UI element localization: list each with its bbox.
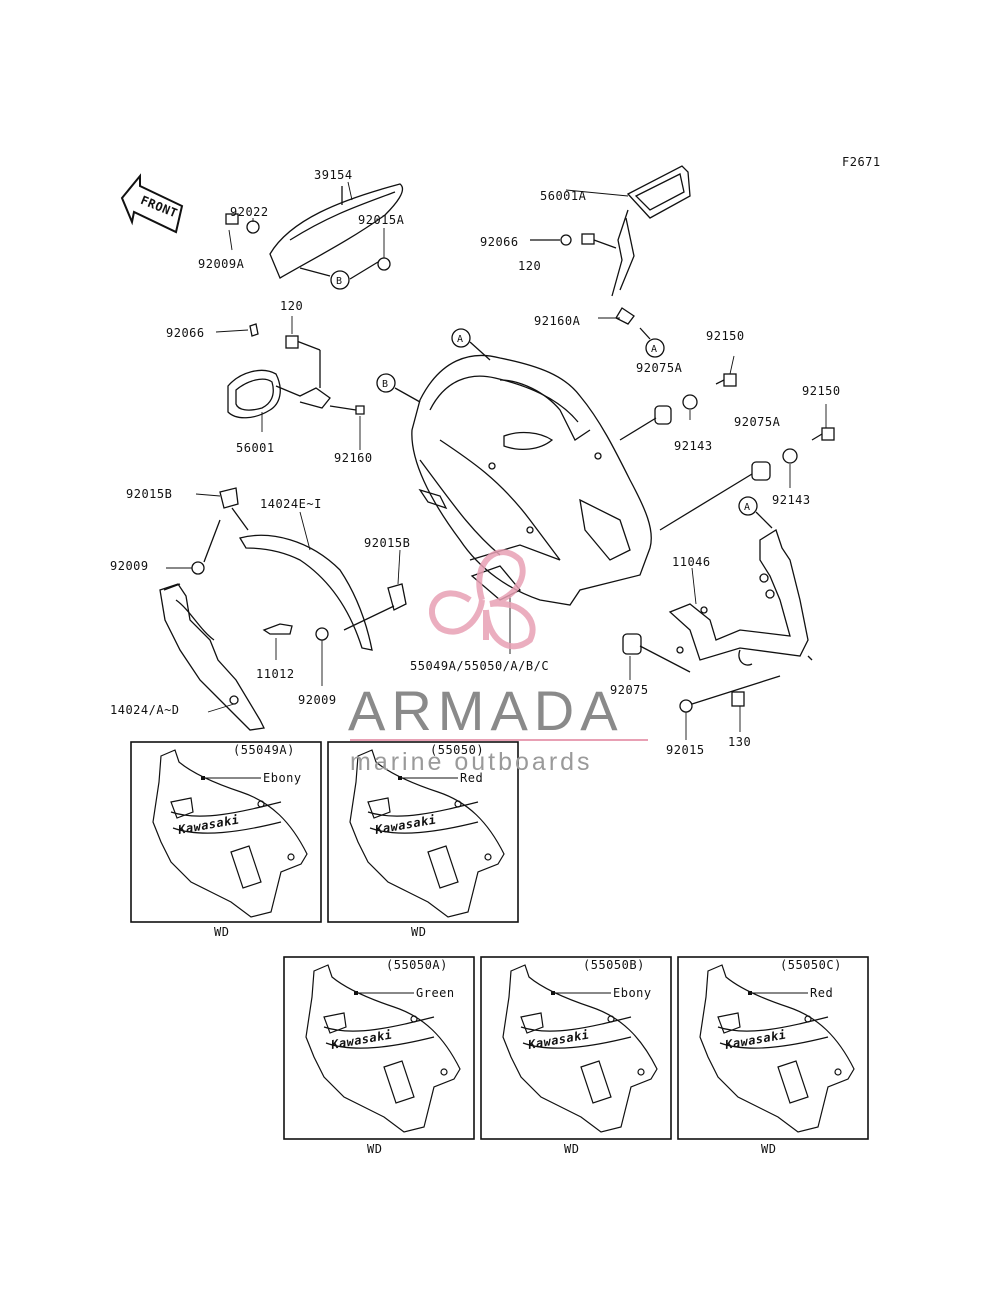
part-92150-2: 92150 <box>802 384 841 398</box>
part-92075a-1: 92075A <box>636 361 683 375</box>
watermark-brand: ARMADA <box>348 679 624 742</box>
part-56001a: 56001A <box>540 189 587 203</box>
part-92143-1: 92143 <box>674 439 713 453</box>
part-14024e: 14024E~I <box>260 497 322 511</box>
part-92150-1: 92150 <box>706 329 745 343</box>
part-11046: 11046 <box>672 555 711 569</box>
variant-code: (55050B) <box>583 958 645 972</box>
variant-color: Ebony <box>613 986 652 1000</box>
variant-market: WD <box>411 925 426 939</box>
variant-market: WD <box>214 925 229 939</box>
part-92160a: 92160A <box>534 314 581 328</box>
grommet-92075a-icon <box>619 405 672 441</box>
variant-color: Ebony <box>263 771 302 785</box>
variant-color: Green <box>416 986 455 1000</box>
windscreen-part <box>269 183 404 279</box>
leader-lines <box>166 181 827 740</box>
part-92015: 92015 <box>666 743 705 757</box>
variant-color: Red <box>460 771 483 785</box>
watermark-tagline: marine outboards <box>350 748 593 776</box>
part-92075: 92075 <box>610 683 649 697</box>
svg-text:A: A <box>744 502 751 513</box>
part-14024: 14024/A~D <box>110 703 180 717</box>
part-92015a: 92015A <box>358 213 405 227</box>
callout-b: B <box>376 373 421 403</box>
bolt-92150-icon <box>715 373 737 387</box>
svg-text:B: B <box>382 379 389 390</box>
bolt-92150b-icon <box>811 427 835 441</box>
mirror-left-part <box>227 323 365 419</box>
washer-92143-icon <box>682 394 698 410</box>
variant-color: Red <box>810 986 833 1000</box>
svg-text:A: A <box>457 334 464 345</box>
part-92066-left: 92066 <box>166 326 205 340</box>
part-39154: 39154 <box>314 168 353 182</box>
front-arrow-icon: FRONT <box>120 173 184 234</box>
inner-panel-part <box>191 487 407 651</box>
part-92143-2: 92143 <box>772 493 811 507</box>
callout-a-bracket: A <box>738 496 773 529</box>
part-labels: 39154 92022 92015A 92009A 92066 120 5600… <box>110 168 841 757</box>
part-92015b-1: 92015B <box>126 487 172 501</box>
variant-boxes: (55049A)EbonyKawasakiWD(55050)RedKawasak… <box>130 741 869 1156</box>
variant-code: (55050) <box>430 743 484 757</box>
grommet-92075-icon <box>622 633 642 655</box>
washer-92143-2-icon <box>782 448 798 464</box>
part-130: 130 <box>728 735 751 749</box>
bolt-130-icon <box>731 691 745 707</box>
part-92009-1: 92009 <box>110 559 149 573</box>
callout-a: A <box>451 328 491 361</box>
watermark: ARMADA marine outboards <box>348 549 648 776</box>
variant-market: WD <box>564 1142 579 1156</box>
part-92075a-2: 92075A <box>734 415 781 429</box>
part-120-left: 120 <box>280 299 303 313</box>
mirror-right-part <box>530 165 691 325</box>
callout-a-mirror: A <box>639 327 665 358</box>
variant-market: WD <box>761 1142 776 1156</box>
figure-code: F2671 <box>842 155 881 169</box>
nut-92015-icon <box>679 699 693 713</box>
variant-market: WD <box>367 1142 382 1156</box>
svg-text:B: B <box>336 276 343 287</box>
watermark-logo-icon <box>429 549 536 650</box>
callout-b-upper: B <box>330 270 350 290</box>
part-92066-top: 92066 <box>480 235 519 249</box>
part-120-top: 120 <box>518 259 541 273</box>
part-92009a: 92009A <box>198 257 245 271</box>
variant-code: (55049A) <box>233 743 295 757</box>
grommet-icon <box>246 220 260 234</box>
bolt-icon <box>225 213 239 225</box>
part-92022: 92022 <box>230 205 269 219</box>
cowl-bracket-part <box>668 529 813 666</box>
upper-cowl-part <box>411 354 652 606</box>
part-92015b-2: 92015B <box>364 536 410 550</box>
part-11012: 11012 <box>256 667 295 681</box>
lower-panel-part <box>159 583 265 731</box>
part-55049a: 55049A/55050/A/B/C <box>410 659 549 673</box>
part-92160: 92160 <box>334 451 373 465</box>
variant-code: (55050A) <box>386 958 448 972</box>
part-56001: 56001 <box>236 441 275 455</box>
part-92009-2: 92009 <box>298 693 337 707</box>
svg-text:A: A <box>651 344 658 355</box>
nut-icon <box>377 257 391 271</box>
variant-code: (55050C) <box>780 958 842 972</box>
grommet-92075a-2-icon <box>751 461 771 481</box>
